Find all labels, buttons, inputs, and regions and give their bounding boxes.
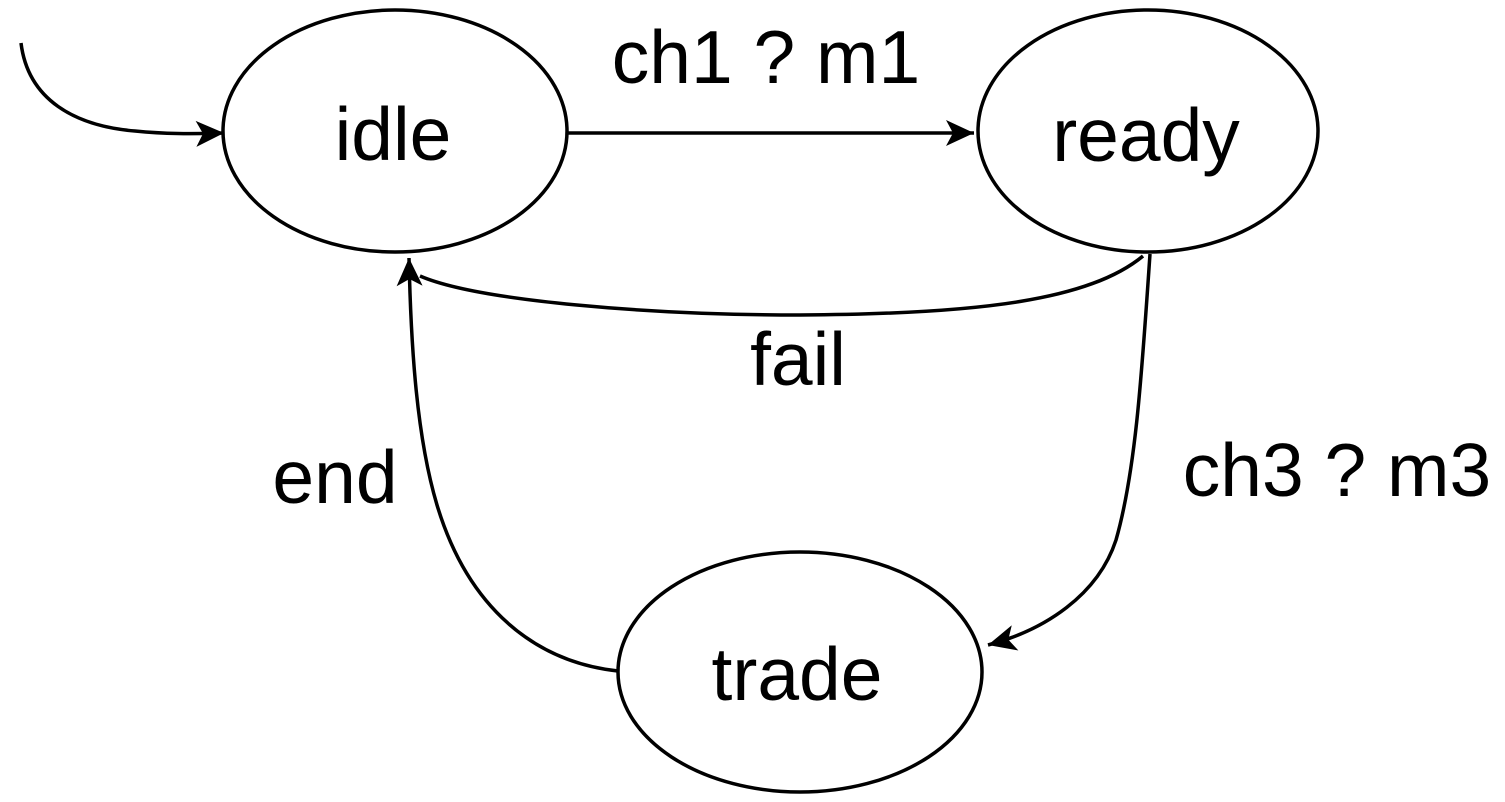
state-idle-label: idle [335,92,452,176]
transition-trade-to-idle-arrow [396,257,619,673]
initial-transition-arrow [19,42,225,147]
transition-ready-to-idle-label: fail [750,317,846,401]
transition-ready-to-idle-arrow [419,254,1145,317]
state-ready-shape [976,8,1320,254]
transition-ready-to-trade-label: ch3 ? m3 [1183,428,1492,512]
transition-trade-to-idle-label: end [272,435,397,519]
transition-ready-to-trade-arrow [987,253,1152,651]
state-idle-shape [221,8,569,254]
state-trade-shape [616,550,984,794]
transition-idle-to-ready-label: ch1 ? m1 [612,15,921,99]
state-ready-label: ready [1052,93,1240,177]
state-trade-label: trade [712,632,883,716]
